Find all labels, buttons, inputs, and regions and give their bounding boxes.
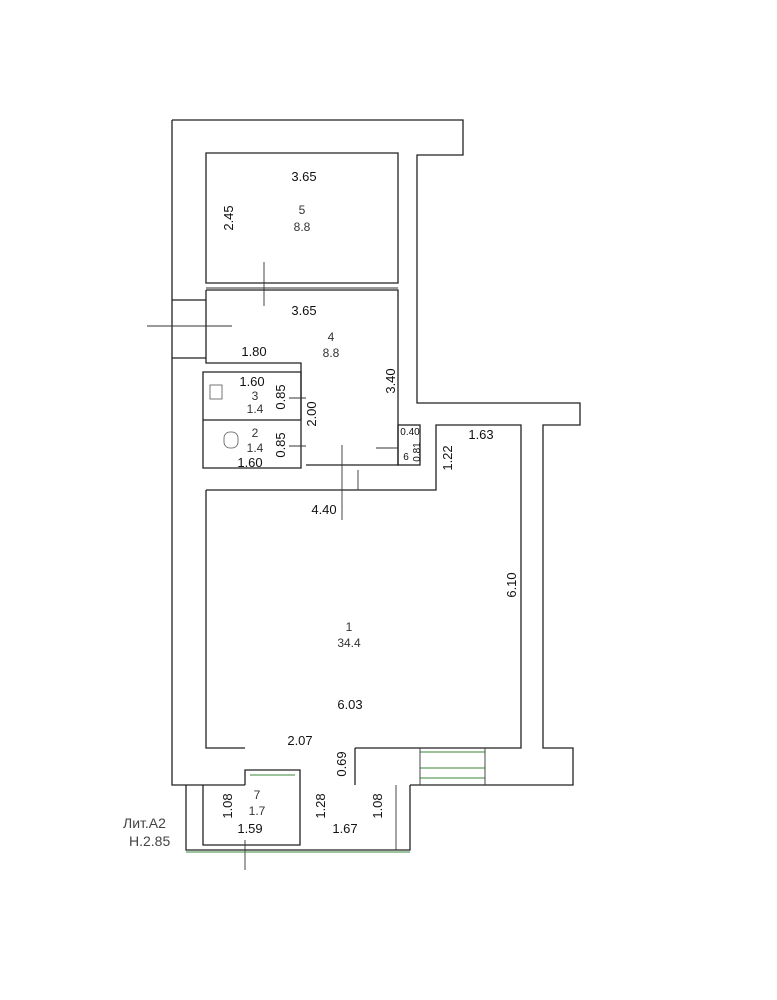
outer-walls (171, 119, 581, 851)
legend-lit: Лит.А2 (123, 815, 166, 831)
dim-porch-width: 1.67 (332, 821, 357, 836)
room-4-area: 8.8 (323, 346, 340, 360)
dim-r4-width: 3.65 (291, 303, 316, 318)
room-7-walls (186, 769, 410, 870)
dim-step-width: 1.63 (468, 427, 493, 442)
dim-r2-depth: 0.85 (273, 432, 288, 457)
legend-height: Н.2.85 (129, 833, 170, 849)
dim-r1-top: 4.40 (311, 502, 336, 517)
dim-small-b: 0.81 (412, 442, 423, 462)
room-3-area: 1.4 (247, 402, 264, 416)
room-5-area: 8.8 (294, 220, 311, 234)
dim-r1-bottom-step: 0.69 (334, 751, 349, 776)
room-2-number: 2 (252, 426, 259, 440)
dim-porch-height: 1.28 (313, 793, 328, 818)
dim-r3-depth: 0.85 (273, 384, 288, 409)
room-5-walls (205, 152, 399, 306)
room-4-number: 4 (328, 330, 335, 344)
dim-r5-width: 3.65 (291, 169, 316, 184)
dim-r1-height: 6.10 (504, 572, 519, 597)
dim-r7-height: 1.08 (220, 793, 235, 818)
room-1-number: 1 (346, 620, 353, 634)
dim-r1-bottom-left: 2.07 (287, 733, 312, 748)
dim-small-a: 0.40 (400, 427, 420, 438)
wc-block (202, 371, 306, 469)
bottom-window (354, 748, 486, 785)
room-3-number: 3 (252, 389, 259, 403)
room-7-area: 1.7 (249, 804, 266, 818)
dim-r4-height: 3.40 (383, 368, 398, 393)
room-1-area: 34.4 (337, 636, 361, 650)
dim-r5-height: 2.45 (221, 205, 236, 230)
dim-r2-width: 1.60 (237, 455, 262, 470)
dim-r4-left: 1.80 (241, 344, 266, 359)
dim-r1-width: 6.03 (337, 697, 362, 712)
dim-r3-width: 1.60 (239, 374, 264, 389)
room-6-number: 6 (403, 452, 409, 463)
dim-r7-width: 1.59 (237, 821, 262, 836)
room-5-number: 5 (299, 203, 306, 217)
niche-room (376, 424, 421, 466)
room-7-number: 7 (254, 788, 261, 802)
dim-wc-corridor: 2.00 (304, 401, 319, 426)
dim-porch-right: 1.08 (370, 793, 385, 818)
dim-step-height: 1.22 (440, 445, 455, 470)
room-2-area: 1.4 (247, 441, 264, 455)
room-1-walls (205, 424, 522, 749)
